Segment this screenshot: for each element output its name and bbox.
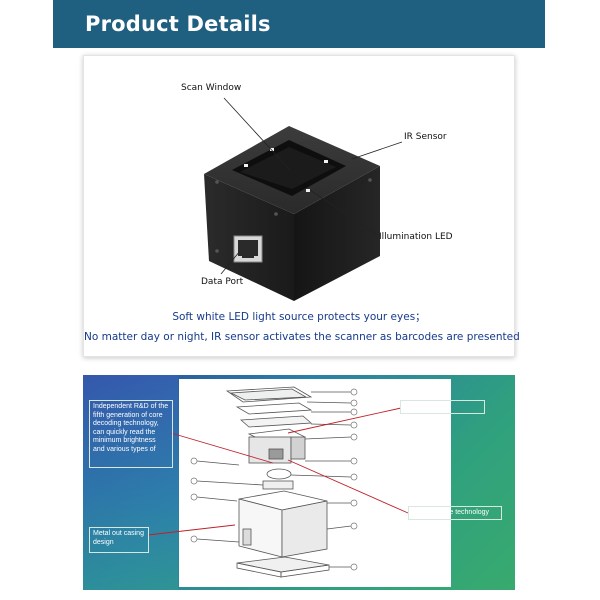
scanner-product-image	[204, 97, 403, 301]
led-icon	[270, 148, 274, 151]
callout-lines	[147, 407, 409, 536]
callout-ir-sensor: IR sensor	[400, 400, 485, 414]
exploded-diagram-panel: Independent R&D of the fifth generation …	[83, 375, 515, 590]
illumination-led-label: Illumination LED	[379, 232, 453, 242]
product-photo-card: Scan Window IR Sensor Illumination LED D…	[83, 55, 520, 357]
data-port-label: Data Port	[201, 277, 244, 287]
exploded-view-svg	[190, 386, 358, 578]
header-bar: Product Details	[53, 0, 545, 48]
scan-window-label: Scan Window	[181, 83, 242, 93]
photo-caption-line-1: Soft white LED light source protects you…	[172, 311, 426, 323]
page-title: Product Details	[85, 12, 271, 36]
callout-core-technology: Rakinda core technology	[408, 506, 502, 520]
led-icon	[324, 160, 328, 163]
photo-caption-line-2: No matter day or night, IR sensor activa…	[84, 331, 520, 343]
led-icon	[306, 189, 310, 192]
led-icon	[244, 164, 248, 167]
callout-metal-casing: Metal out casing design	[89, 527, 149, 553]
ir-sensor-label: IR Sensor	[404, 132, 447, 142]
callout-rnd-decoding: Independent R&D of the fifth generation …	[89, 400, 173, 468]
